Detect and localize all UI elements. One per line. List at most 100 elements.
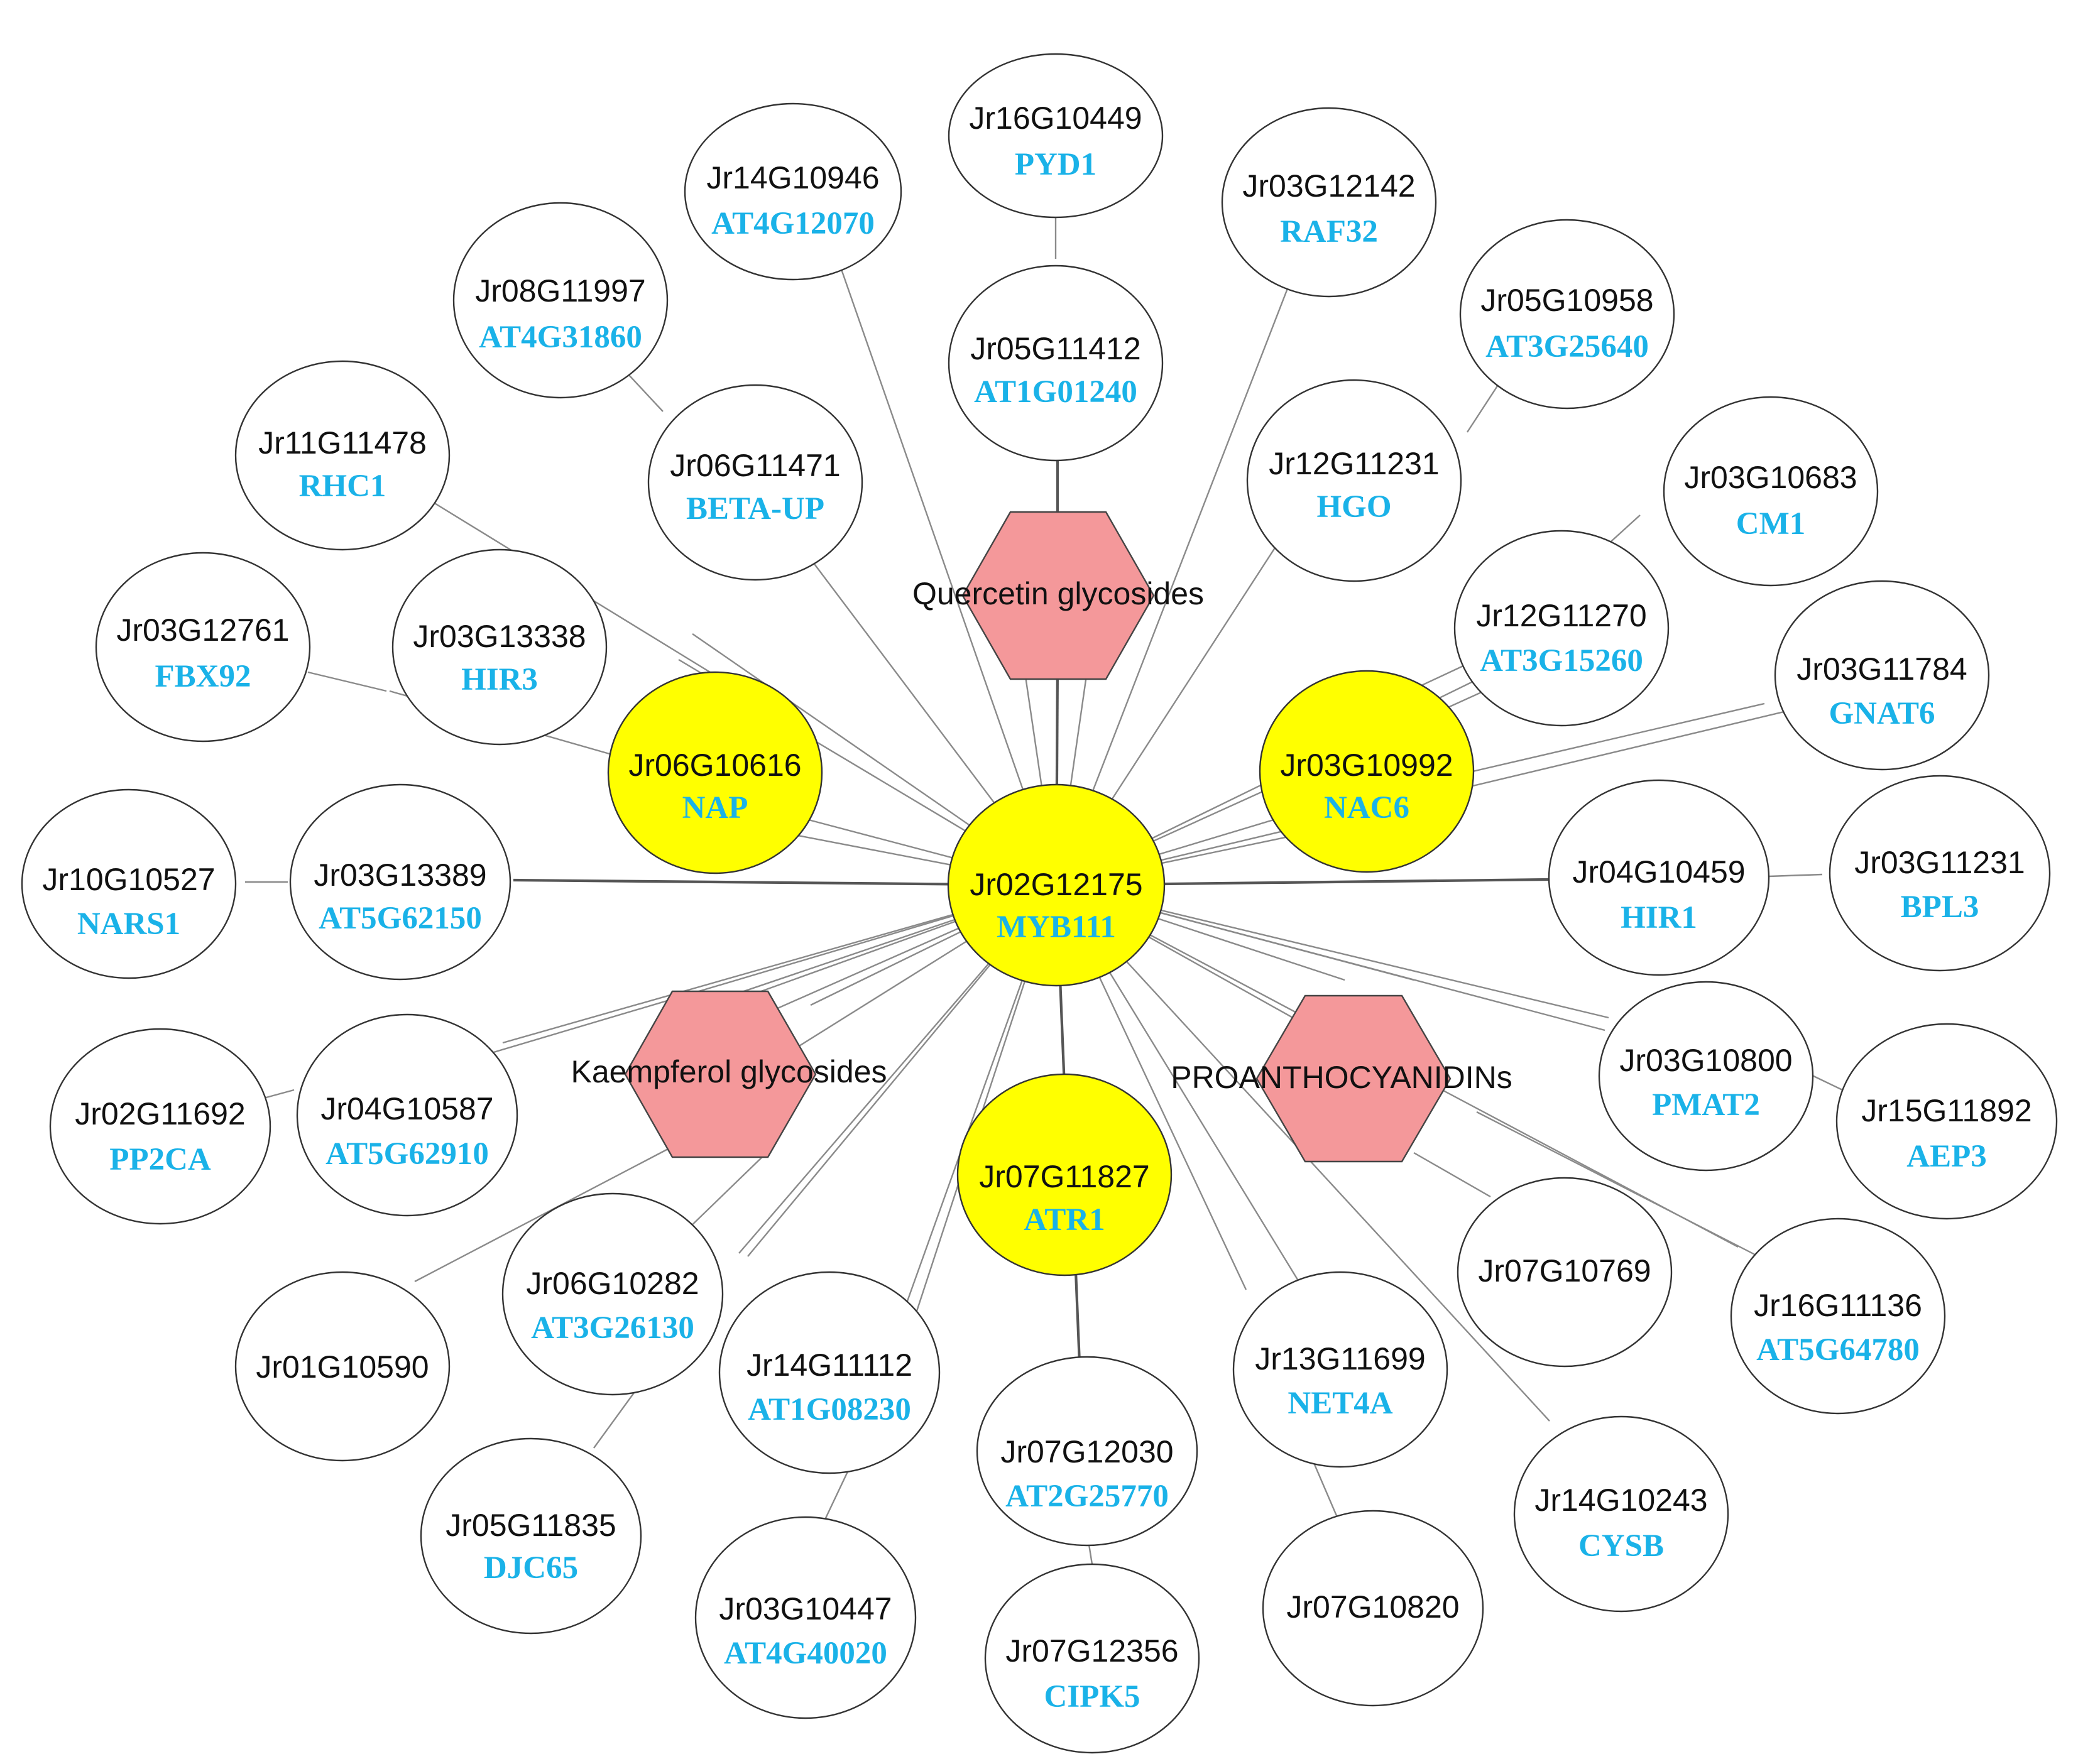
metabolite-label: Quercetin glycosides: [912, 576, 1204, 611]
gene-symbol: HGO: [1316, 489, 1391, 525]
gene-id: Jr02G12175: [970, 867, 1142, 902]
gene-id: Jr06G10616: [628, 748, 801, 783]
hexagon-icon: [624, 990, 817, 1158]
gene-id: Jr03G11784: [1796, 651, 1967, 687]
gene-id: Jr07G12030: [1000, 1434, 1173, 1469]
gene-id: Jr10G10527: [42, 862, 215, 897]
gene-symbol: PYD1: [1015, 147, 1096, 182]
gene-symbol: RHC1: [299, 469, 386, 504]
gene-id: Jr03G12142: [1242, 168, 1415, 204]
gene-id: Jr07G10769: [1478, 1253, 1651, 1288]
gene-id: Jr05G10958: [1480, 283, 1653, 318]
gene-node[interactable]: Jr01G10590: [234, 1271, 451, 1462]
gene-symbol: CIPK5: [1044, 1679, 1140, 1714]
gene-id: Jr16G10449: [969, 101, 1142, 136]
hexagon-icon: [961, 511, 1155, 680]
gene-symbol: AT1G08230: [748, 1392, 911, 1427]
gene-id: Jr06G10282: [526, 1266, 699, 1301]
metabolite-labels: Quercetin glycosides Kaempferol glycosid…: [571, 576, 1512, 1095]
gene-id: Jr13G11699: [1255, 1341, 1425, 1376]
gene-id: Jr03G11231: [1854, 845, 2025, 880]
gene-symbol: HIR3: [461, 662, 538, 697]
gene-id: Jr14G11112: [746, 1348, 912, 1383]
gene-id: Jr04G10459: [1572, 854, 1745, 890]
edge: [628, 374, 664, 412]
metabolite-shapes: [624, 511, 1452, 1163]
gene-symbol: CM1: [1736, 506, 1805, 542]
edge: [834, 253, 1058, 886]
gene-id: Jr03G10447: [719, 1591, 892, 1626]
gene-symbol: AT5G62910: [325, 1136, 489, 1172]
metabolite-label: PROANTHOCYANIDINs: [1171, 1060, 1512, 1095]
gene-symbol: CYSB: [1578, 1528, 1664, 1564]
gene-symbol: DJC65: [484, 1550, 578, 1586]
edge: [263, 1089, 295, 1099]
gene-symbol: AT4G31860: [479, 320, 642, 355]
edge: [1809, 1073, 1843, 1091]
gene-id: Jr16G11136: [1754, 1288, 1922, 1323]
gene-id: Jr14G10243: [1534, 1483, 1707, 1518]
edge: [1055, 262, 1299, 886]
gene-symbol: AT5G62150: [319, 901, 482, 936]
gene-id: Jr07G12356: [1005, 1633, 1178, 1669]
edge: [307, 671, 387, 692]
gene-symbol: NET4A: [1288, 1386, 1392, 1421]
gene-id: Jr04G10587: [320, 1091, 493, 1126]
gene-id: Jr03G13338: [413, 619, 586, 654]
gene-symbol: PP2CA: [109, 1142, 211, 1177]
gene-symbol: AT1G01240: [974, 374, 1137, 410]
gene-symbol: NARS1: [77, 906, 180, 942]
gene-node[interactable]: Jr07G10820: [1262, 1510, 1484, 1707]
gene-symbol: AT5G64780: [1756, 1332, 1920, 1368]
gene-node[interactable]: Jr07G10769: [1457, 1177, 1673, 1368]
gene-symbol: MYB111: [997, 910, 1116, 945]
metabolite-label: Kaempferol glycosides: [571, 1054, 887, 1089]
gene-symbol: HIR1: [1621, 900, 1697, 935]
gene-symbol: RAF32: [1280, 214, 1378, 249]
gene-symbol: AT3G15260: [1480, 643, 1643, 678]
hexagon-icon: [1255, 994, 1452, 1163]
gene-id: Jr08G11997: [475, 273, 645, 308]
gene-symbol: AT3G26130: [531, 1310, 694, 1346]
gene-id: Jr03G10992: [1280, 748, 1453, 783]
edge: [1467, 702, 1765, 774]
